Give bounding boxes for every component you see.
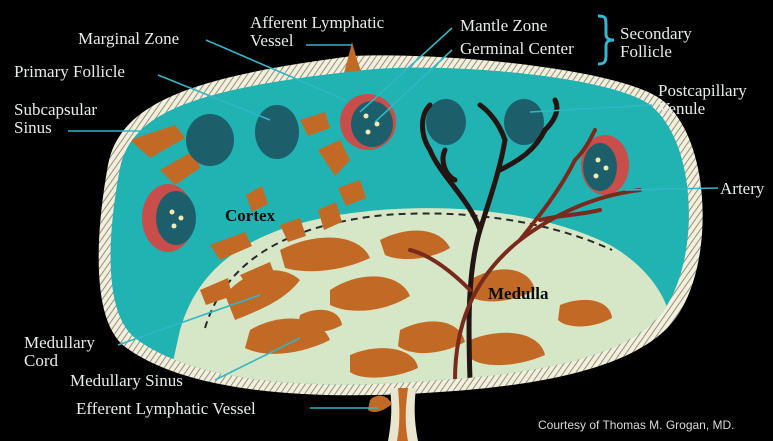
secondary-follicle-bracket (598, 16, 614, 64)
label-postcapillary-venule: Postcapillary Venule (658, 82, 747, 118)
label-afferent-lymphatic-vessel: Afferent Lymphatic Vessel (250, 14, 384, 50)
secondary-follicle-center (340, 94, 396, 150)
primary-follicle-1 (186, 114, 234, 166)
credit-text: Courtesy of Thomas M. Grogan, MD. (538, 418, 735, 432)
label-subcapsular-sinus: Subcapsular Sinus (14, 101, 97, 137)
primary-follicle-2 (255, 105, 299, 159)
label-primary-follicle: Primary Follicle (14, 63, 125, 81)
label-cortex: Cortex (225, 206, 275, 226)
label-mantle-zone: Mantle Zone (460, 17, 547, 35)
label-secondary-follicle: Secondary Follicle (620, 25, 692, 61)
label-medulla: Medulla (488, 284, 548, 304)
label-efferent-lymphatic-vessel: Efferent Lymphatic Vessel (76, 400, 256, 418)
efferent-vessel-shape (368, 388, 418, 441)
label-germinal-center: Germinal Center (460, 40, 574, 58)
label-medullary-cord: Medullary Cord (24, 334, 95, 370)
label-medullary-sinus: Medullary Sinus (70, 372, 183, 390)
label-marginal-zone: Marginal Zone (78, 30, 179, 48)
label-artery: Artery (720, 180, 764, 198)
